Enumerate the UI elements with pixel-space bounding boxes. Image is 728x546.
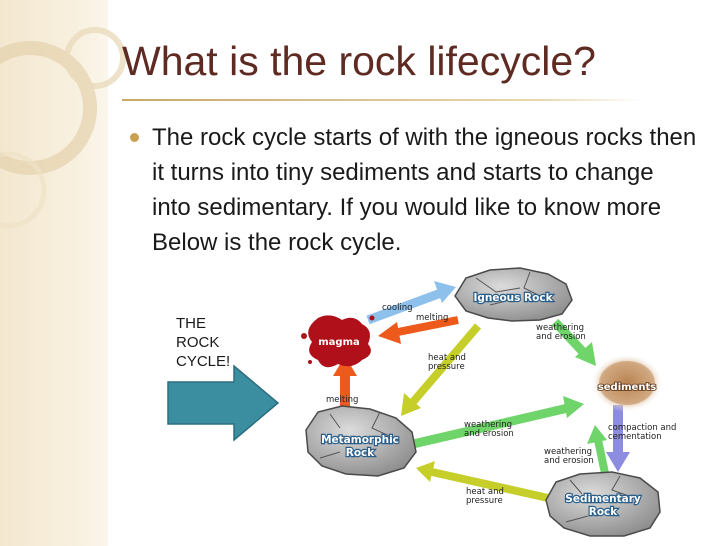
bullet-text: The rock cycle starts of with the igneou… [152,124,697,256]
compaction-label-b: cementation [608,432,662,442]
metamorphic-rock-node: Metamorphic Rock [305,405,417,477]
heat-pressure-arrow-bottom [416,461,549,502]
note-line: THE [176,315,206,332]
weathering-arrow-middle [411,396,584,449]
sedimentary-label-line2: Rock [589,506,619,518]
weathering-arrow-lower [587,425,610,479]
melting-top-label: melting [416,313,448,323]
sediments-node: sediments [591,354,663,412]
note-line: CYCLE! [176,353,231,370]
weathering-label-2b: and erosion [464,429,514,439]
weathering-label-1b: and erosion [536,332,586,342]
cooling-arrow [366,281,456,325]
melting-left-label: melting [326,395,358,405]
igneous-label: Igneous Rock [473,292,553,304]
sedimentary-rock-node: Sedimentary Rock [545,471,661,537]
weathering-label-3b: and erosion [544,456,594,466]
igneous-rock-node: Igneous Rock [454,267,573,322]
weathering-arrow-right [551,318,596,366]
heat-pressure-arrow-diagonal [401,323,482,416]
heat-pressure-label-2: heat and [466,487,504,497]
metamorphic-label-line2: Rock [346,447,376,459]
compaction-arrow [606,405,630,472]
arrow-right-icon [167,364,280,442]
weathering-label-3: weathering [544,447,592,457]
heat-pressure-label-2b: pressure [466,496,503,506]
magma-node: magma [301,315,375,368]
bullet-icon [130,133,139,142]
title-underline [122,99,642,101]
compaction-label: compaction and [608,423,676,433]
magma-label: magma [318,337,360,348]
note-line: ROCK [176,334,220,351]
decorative-circles [0,27,126,229]
melting-arrow-top [378,316,459,344]
rock-cycle-diagram: Igneous Rock magma sediments Metamorphic… [301,267,676,537]
heat-pressure-label-1: heat and [428,353,466,363]
weathering-label-2: weathering [464,420,512,430]
metamorphic-label-line1: Metamorphic [321,434,399,446]
heat-pressure-label-1b: pressure [428,362,465,372]
weathering-label-1: weathering [536,323,584,333]
slide-title: What is the rock lifecycle? [122,38,596,84]
cooling-label: cooling [382,303,413,313]
rock-cycle-note: THE ROCK CYCLE! [176,314,230,371]
sedimentary-label-line1: Sedimentary [565,493,641,505]
sediments-label: sediments [598,382,656,393]
